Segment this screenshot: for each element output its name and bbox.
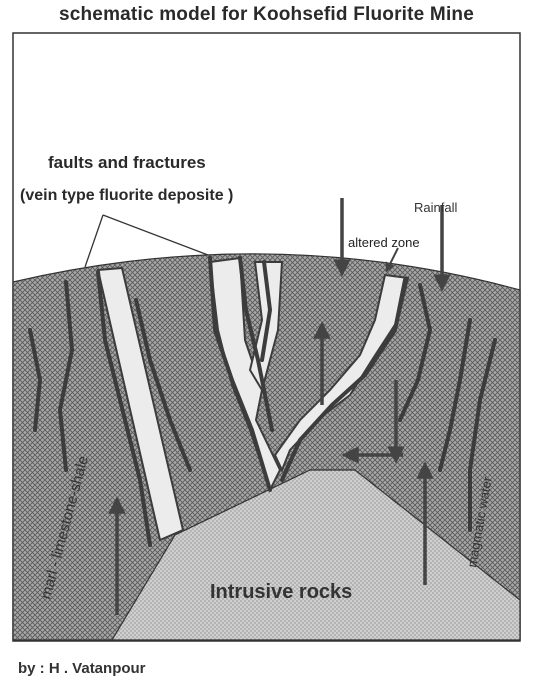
rainfall-label: Rainfall	[414, 200, 457, 215]
credit-line: by : H . Vatanpour	[18, 660, 146, 677]
intrusive-label: Intrusive rocks	[210, 581, 352, 603]
altered-zone-label: altered zone	[348, 235, 420, 250]
vein-label: (vein type fluorite deposite )	[20, 187, 233, 204]
faults-label: faults and fractures	[48, 153, 206, 172]
